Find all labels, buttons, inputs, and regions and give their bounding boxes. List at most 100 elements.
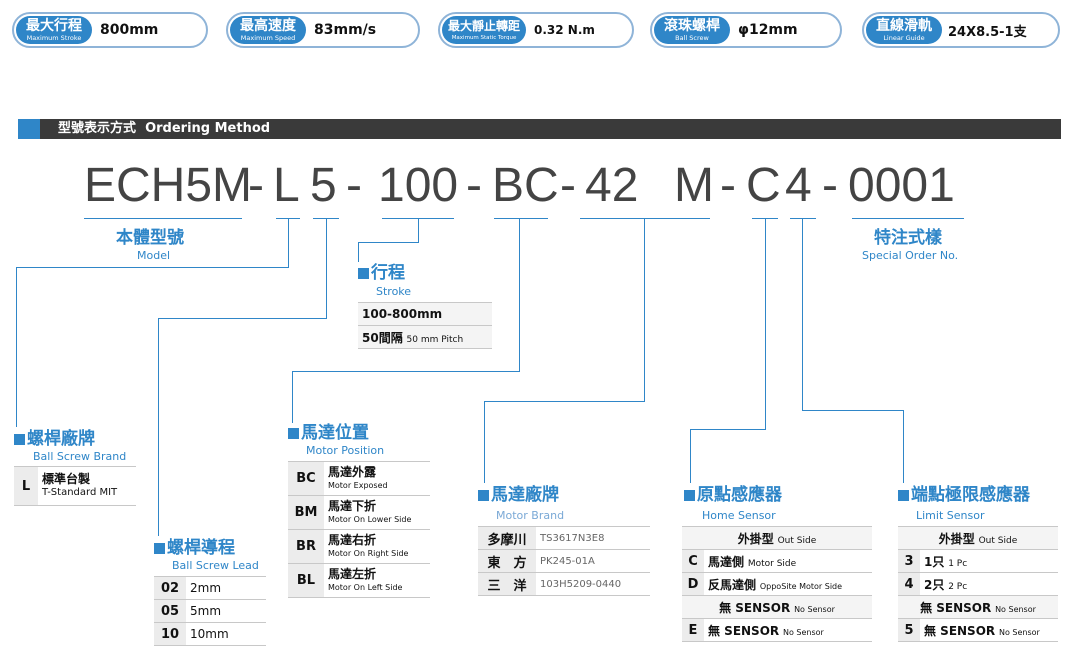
position-code: BC — [288, 461, 324, 496]
connector-lead — [158, 318, 159, 536]
model-title: 本體型號 — [116, 228, 184, 248]
connector-stroke — [358, 242, 359, 262]
brand-code: L — [14, 466, 38, 506]
motor-model: 103H5209-0440 — [536, 572, 650, 596]
ordering-method-header: 型號表示方式 Ordering Method — [18, 119, 1061, 139]
limit-sensor-head: 外掛型 Out Side — [898, 526, 1058, 550]
badge-value: 83mm/s — [314, 22, 377, 38]
code-dash: - — [822, 159, 838, 212]
table-row: D 反馬達側 OppoSite Motor Side — [682, 572, 872, 596]
connector-motor-brand — [484, 401, 485, 483]
code-dash: - — [720, 159, 736, 212]
connector-position — [519, 219, 520, 372]
home-sensor-desc: 馬達側 Motor Side — [704, 549, 872, 573]
underline-special — [852, 218, 964, 219]
code-stroke: 100 — [378, 159, 459, 212]
table-row: 10 10mm — [154, 622, 266, 646]
code-dash: - — [466, 159, 482, 212]
underline-stroke — [382, 218, 454, 219]
limit-sensor-code: 5 — [898, 618, 920, 642]
connector-brand — [288, 219, 289, 268]
code-limit: 4 — [785, 159, 812, 212]
position-subtitle: Motor Position — [306, 444, 385, 457]
limit-sensor-mid: 無 SENSOR No Sensor — [898, 595, 1058, 619]
connector-brand — [16, 267, 289, 268]
badge-value: 24X8.5-1支 — [948, 24, 1027, 40]
special-title: 特注式樣 — [874, 228, 942, 248]
table-row: 02 2mm — [154, 576, 266, 600]
home-sensor-desc: 無 SENSOR No Sensor — [704, 618, 872, 642]
badge-value: 800mm — [100, 22, 159, 38]
connector-stroke — [358, 242, 419, 243]
table-row: 無 SENSOR No Sensor — [682, 595, 872, 619]
home-sensor-head: 外掛型 Out Side — [682, 526, 872, 550]
code-home: C — [746, 159, 781, 212]
limit-sensor-desc: 2只 2 Pc — [920, 572, 1058, 596]
home-sensor-mid: 無 SENSOR No Sensor — [682, 595, 872, 619]
special-subtitle: Special Order No. — [862, 249, 959, 262]
square-bullet-icon — [684, 490, 695, 501]
brand-title: 螺桿廠牌 — [14, 429, 95, 449]
square-bullet-icon — [478, 490, 489, 501]
stroke-pitch: 50間隔 50 mm Pitch — [358, 325, 492, 349]
square-bullet-icon — [898, 490, 909, 501]
connector-motor-brand — [644, 219, 645, 402]
code-dash: - — [248, 159, 264, 212]
table-row: 外掛型 Out Side — [898, 526, 1058, 550]
stroke-range: 100-800mm — [358, 302, 492, 326]
home-sensor-title: 原點感應器 — [684, 485, 782, 505]
square-bullet-icon — [358, 268, 369, 279]
badge-value: φ12mm — [738, 22, 798, 38]
code-dash: - — [560, 159, 576, 212]
lead-code: 05 — [154, 599, 186, 623]
lead-table: 02 2mm 05 5mm 10 10mm — [154, 576, 266, 646]
home-sensor-code: E — [682, 618, 704, 642]
stroke-title: 行程 — [358, 263, 405, 283]
code-position: BC — [492, 159, 559, 212]
connector-limit — [802, 410, 904, 411]
table-row: E 無 SENSOR No Sensor — [682, 618, 872, 642]
lead-value: 10mm — [186, 622, 266, 646]
connector-home — [690, 429, 766, 430]
home-sensor-code: D — [682, 572, 704, 596]
underline-position — [494, 218, 548, 219]
table-row: 5 無 SENSOR No Sensor — [898, 618, 1058, 642]
motor-brand-name: 多摩川 — [478, 526, 536, 550]
underline-lead — [313, 218, 339, 219]
table-row: 50間隔 50 mm Pitch — [358, 325, 492, 349]
connector-limit — [903, 410, 904, 483]
table-row: 4 2只 2 Pc — [898, 572, 1058, 596]
connector-limit — [802, 219, 803, 411]
connector-lead — [326, 219, 327, 319]
home-sensor-subtitle: Home Sensor — [702, 509, 776, 522]
lead-title: 螺桿導程 — [154, 538, 235, 558]
connector-position — [292, 371, 293, 423]
home-sensor-desc: 反馬達側 OppoSite Motor Side — [704, 572, 872, 596]
code-brand: L — [273, 159, 300, 212]
home-sensor-code: C — [682, 549, 704, 573]
square-bullet-icon — [154, 543, 165, 554]
square-bullet-icon — [288, 428, 299, 439]
code-motor-type: M — [674, 159, 714, 212]
model-subtitle: Model — [137, 249, 171, 262]
underline-limit — [790, 218, 816, 219]
square-bullet-icon — [14, 434, 25, 445]
motor-brand-subtitle: Motor Brand — [496, 509, 565, 522]
stroke-subtitle: Stroke — [376, 285, 412, 298]
lead-code: 02 — [154, 576, 186, 600]
lead-value: 2mm — [186, 576, 266, 600]
table-row: 無 SENSOR No Sensor — [898, 595, 1058, 619]
connector-brand — [16, 267, 17, 427]
limit-sensor-title: 端點極限感應器 — [898, 485, 1030, 505]
